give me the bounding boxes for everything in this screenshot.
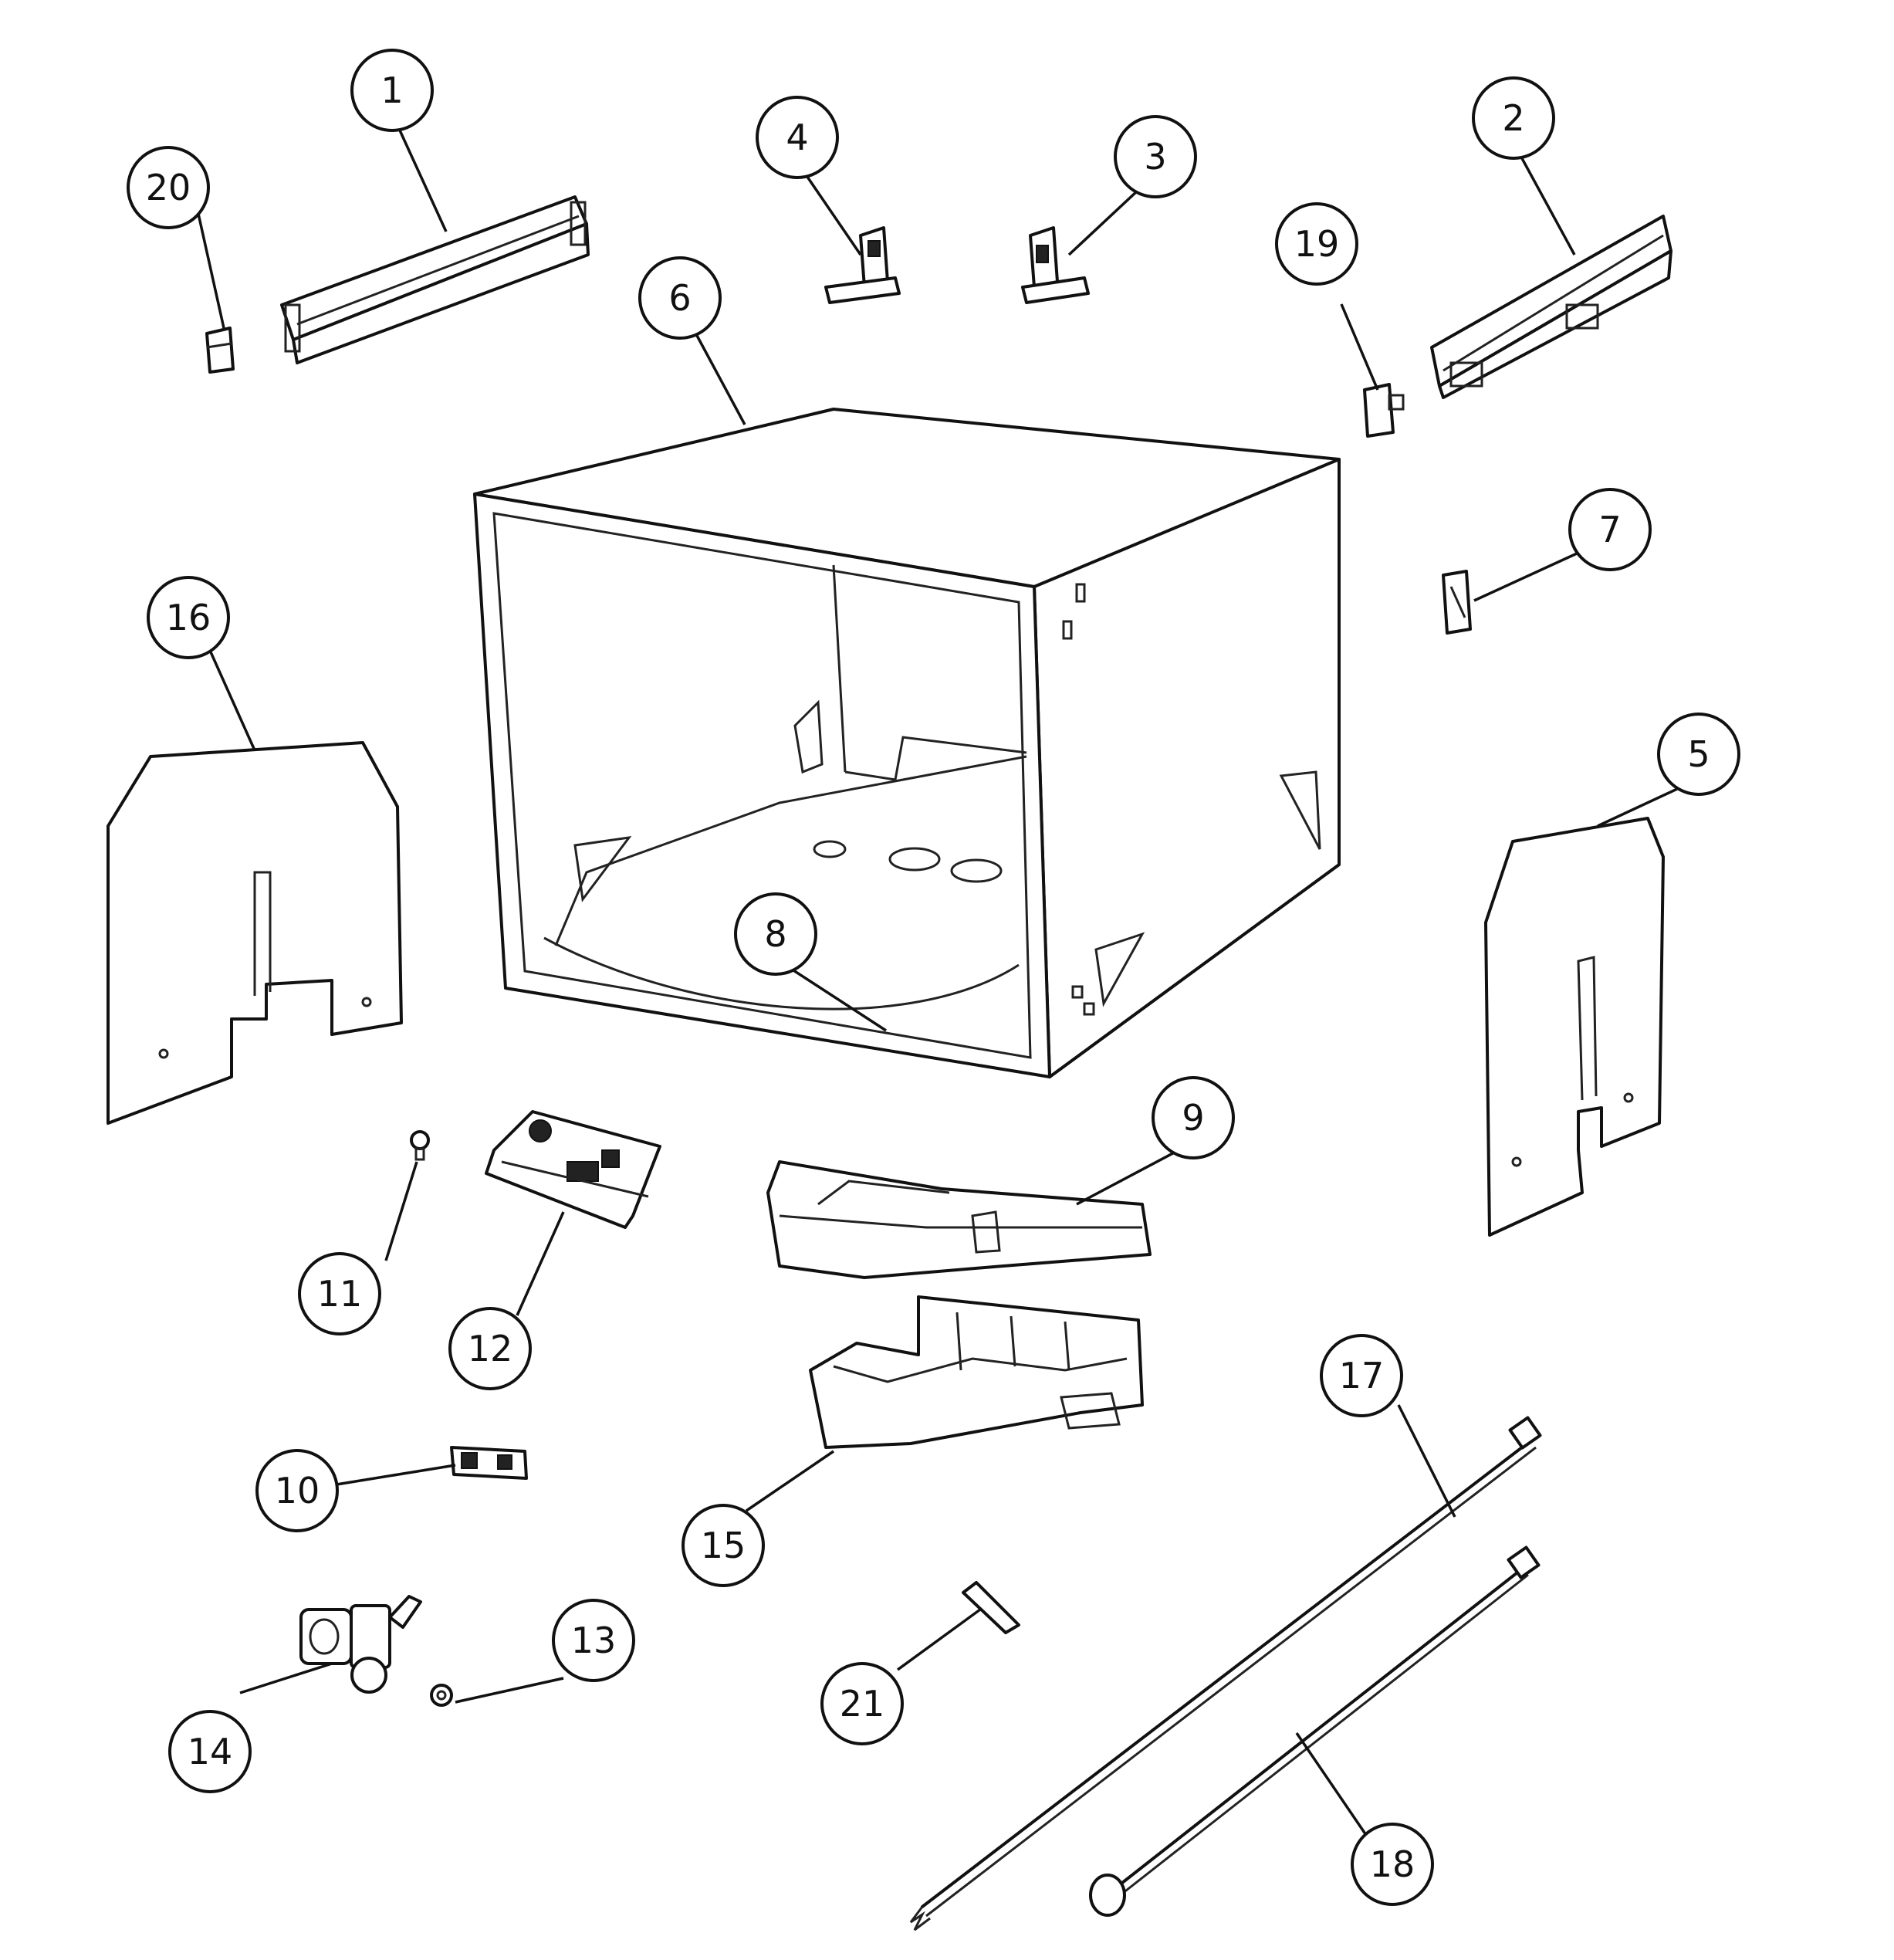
callout-18: 18 [1351, 1823, 1434, 1906]
part-end-cap-right [1363, 383, 1405, 438]
callout-15: 15 [682, 1504, 765, 1587]
callout-14: 14 [168, 1710, 252, 1793]
svg-text:13: 13 [571, 1620, 617, 1661]
callout-12: 12 [448, 1307, 532, 1390]
svg-text:11: 11 [317, 1273, 363, 1315]
part-bracket-3 [1021, 226, 1090, 304]
svg-text:14: 14 [188, 1731, 233, 1772]
part-tub [473, 408, 1341, 1078]
svg-text:9: 9 [1182, 1097, 1204, 1139]
part-screw [410, 1130, 430, 1161]
part-left-rail [280, 195, 590, 364]
callout-19: 19 [1275, 202, 1358, 286]
callout-10: 10 [255, 1449, 339, 1532]
svg-text:15: 15 [701, 1525, 746, 1566]
part-right-rail [1430, 215, 1672, 399]
part-wire-harness-17 [909, 1416, 1542, 1931]
part-side-panel-right [1484, 817, 1665, 1237]
callout-2: 2 [1472, 76, 1555, 160]
part-base-frame [809, 1295, 1144, 1449]
callout-4: 4 [756, 96, 839, 179]
part-switch [450, 1446, 528, 1480]
callout-11: 11 [298, 1252, 381, 1335]
svg-text:18: 18 [1370, 1843, 1415, 1885]
svg-text:1: 1 [380, 69, 403, 111]
callout-17: 17 [1320, 1334, 1403, 1417]
callout-13: 13 [552, 1599, 635, 1682]
svg-text:7: 7 [1598, 509, 1621, 550]
part-nut [430, 1684, 453, 1707]
part-bracket-4 [824, 226, 901, 304]
svg-text:12: 12 [468, 1328, 513, 1369]
callout-8: 8 [734, 892, 817, 976]
svg-text:5: 5 [1687, 733, 1710, 775]
part-wire-harness-18 [1089, 1545, 1541, 1917]
leader-lines [197, 113, 1700, 1838]
svg-text:10: 10 [275, 1470, 320, 1511]
callout-1: 1 [350, 49, 434, 132]
svg-text:4: 4 [786, 117, 808, 158]
part-end-cap-left [205, 327, 235, 374]
svg-text:3: 3 [1144, 136, 1166, 178]
part-air-duct [766, 1160, 1152, 1279]
callout-16: 16 [147, 576, 230, 659]
callout-5: 5 [1657, 713, 1740, 796]
part-circuit-board [485, 1110, 661, 1229]
svg-text:20: 20 [146, 167, 191, 208]
svg-text:6: 6 [668, 277, 691, 319]
part-side-panel-left [107, 741, 403, 1125]
part-strip-clip [962, 1581, 1020, 1634]
callout-7: 7 [1568, 488, 1652, 571]
svg-text:19: 19 [1294, 223, 1340, 265]
svg-text:21: 21 [840, 1683, 885, 1725]
svg-text:2: 2 [1502, 97, 1524, 139]
callout-20: 20 [127, 146, 210, 229]
callout-3: 3 [1114, 115, 1197, 198]
svg-text:17: 17 [1339, 1355, 1385, 1396]
part-clip [1442, 570, 1472, 635]
svg-text:8: 8 [764, 913, 786, 955]
callout-9: 9 [1152, 1076, 1235, 1159]
callout-21: 21 [820, 1662, 904, 1745]
part-water-valve [299, 1595, 422, 1694]
callout-6: 6 [638, 256, 722, 340]
svg-text:16: 16 [166, 597, 211, 638]
